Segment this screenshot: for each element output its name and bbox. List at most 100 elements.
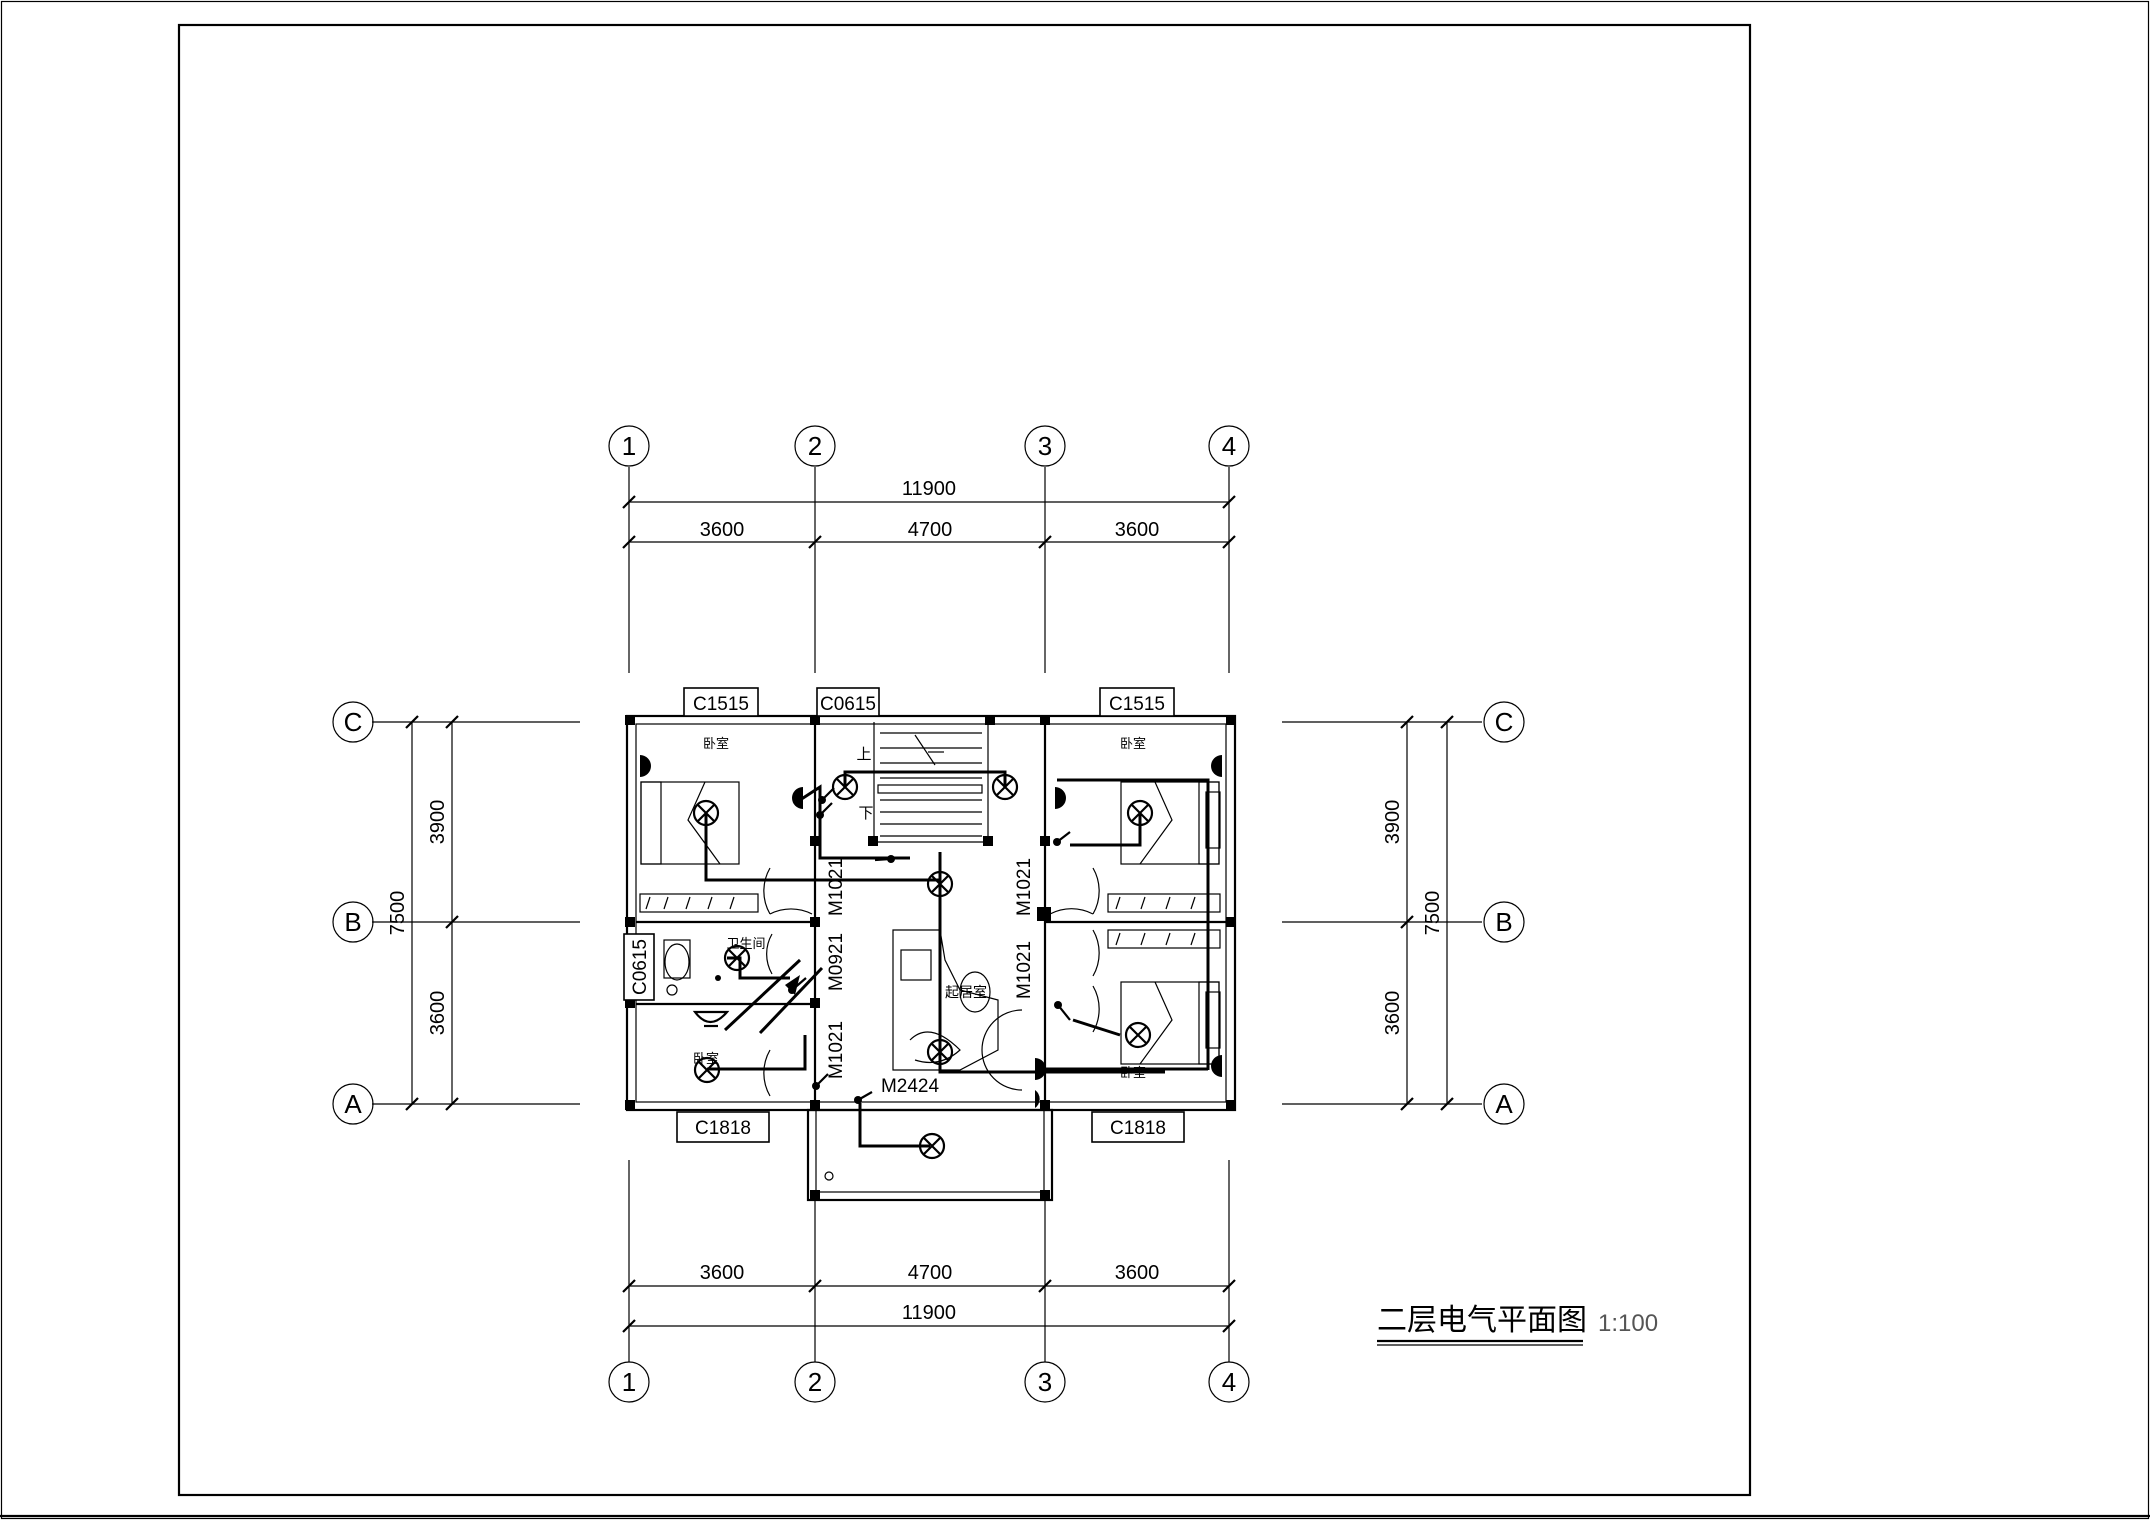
door-tag-m1021-nw: M1021 bbox=[826, 858, 847, 916]
axis-label: 2 bbox=[808, 431, 822, 461]
axis-bubble-bottom-2: 2 bbox=[794, 1361, 836, 1403]
room-label-living: 起居室 bbox=[945, 984, 987, 1000]
lamp-stair bbox=[991, 773, 1019, 801]
interior-walls bbox=[636, 722, 1226, 1104]
axis-bubble-left-c: C bbox=[332, 701, 374, 743]
lamp-bedroom-ne bbox=[1126, 799, 1154, 827]
dim-part-top-1: 3600 bbox=[700, 519, 745, 541]
svg-text:C0615: C0615 bbox=[630, 939, 651, 995]
dimension-right: 3900 3600 7500 bbox=[1382, 715, 1454, 1111]
axis-label: B bbox=[344, 907, 361, 937]
axis-bubble-top-3: 3 bbox=[1024, 425, 1066, 467]
svg-text:C1818: C1818 bbox=[1110, 1118, 1166, 1139]
dim-total-left: 7500 bbox=[387, 891, 409, 936]
window-tag-c1515-left: C1515 bbox=[683, 687, 759, 717]
drawing-title: 二层电气平面图 bbox=[1377, 1304, 1587, 1337]
balcony bbox=[806, 1108, 1054, 1202]
axis-bubble-bottom-1: 1 bbox=[608, 1361, 650, 1403]
room-label-bedroom-se: 卧室 bbox=[1120, 1065, 1146, 1080]
axis-label: 4 bbox=[1222, 1367, 1236, 1397]
window-tag-c1515-right: C1515 bbox=[1099, 687, 1175, 717]
lamp-bedroom-sw bbox=[693, 1056, 721, 1084]
window-tag-c0615-left: C0615 bbox=[623, 933, 655, 1001]
dimension-bottom: 3600 4700 3600 11900 bbox=[622, 1262, 1236, 1333]
lamp-living bbox=[926, 1038, 954, 1066]
lamp-bathroom bbox=[723, 944, 751, 972]
dim-total-right: 7500 bbox=[1422, 891, 1444, 936]
living-furniture bbox=[892, 929, 999, 1071]
lamp-bedroom-se bbox=[1124, 1021, 1152, 1049]
axis-bubble-right-a: A bbox=[1483, 1083, 1525, 1125]
axis-label: A bbox=[1495, 1089, 1513, 1119]
dim-part-bottom-2: 4700 bbox=[908, 1262, 953, 1284]
lamp-bedroom-nw bbox=[692, 799, 720, 827]
stair-label-down: 下 bbox=[858, 805, 873, 822]
svg-text:C1515: C1515 bbox=[693, 694, 749, 715]
axis-label: A bbox=[344, 1089, 362, 1119]
wiring bbox=[704, 770, 1210, 1148]
axis-label: C bbox=[1495, 707, 1514, 737]
bathroom-fixtures bbox=[663, 939, 730, 1028]
door-tag-m2424: M2424 bbox=[881, 1076, 940, 1097]
grid-axes bbox=[372, 467, 1482, 1362]
stair-label-up: 上 bbox=[856, 746, 871, 763]
socket-icons bbox=[640, 755, 1222, 1108]
door-tag-m0921: M0921 bbox=[826, 933, 847, 991]
axis-label: B bbox=[1495, 907, 1512, 937]
axis-label: 4 bbox=[1222, 431, 1236, 461]
drawing-scale: 1:100 bbox=[1598, 1310, 1658, 1337]
dim-part-right-1: 3900 bbox=[1382, 800, 1404, 845]
window-tag-c0615-top: C0615 bbox=[816, 687, 880, 717]
axis-bubble-left-b: B bbox=[332, 901, 374, 943]
dim-part-top-3: 3600 bbox=[1115, 519, 1160, 541]
dimension-left: 7500 3900 3600 bbox=[387, 715, 459, 1111]
staircase bbox=[877, 732, 983, 837]
room-label-bathroom: 卫生间 bbox=[726, 936, 765, 951]
dim-part-left-2: 3600 bbox=[427, 991, 449, 1036]
axis-bubble-top-1: 1 bbox=[608, 425, 650, 467]
axis-label: 3 bbox=[1038, 1367, 1052, 1397]
axis-label: 1 bbox=[622, 1367, 636, 1397]
axis-bubble-right-b: B bbox=[1483, 901, 1525, 943]
window-tag-c1818-left: C1818 bbox=[676, 1111, 770, 1143]
door-swings bbox=[763, 867, 1100, 1097]
wardrobes bbox=[639, 791, 1221, 1049]
svg-text:C1515: C1515 bbox=[1109, 694, 1165, 715]
room-label-bedroom-sw: 卧室 bbox=[693, 1051, 719, 1066]
lamp-balcony bbox=[918, 1132, 946, 1160]
door-tag-m1021-ne: M1021 bbox=[1014, 858, 1035, 916]
axis-label: C bbox=[344, 707, 363, 737]
room-label-bedroom-nw: 卧室 bbox=[703, 736, 729, 751]
dim-total-top: 11900 bbox=[902, 478, 956, 500]
dim-part-left-1: 3900 bbox=[427, 800, 449, 845]
axis-bubble-bottom-4: 4 bbox=[1208, 1361, 1250, 1403]
dim-part-right-2: 3600 bbox=[1382, 991, 1404, 1036]
axis-bubble-right-c: C bbox=[1483, 701, 1525, 743]
dim-total-bottom: 11900 bbox=[902, 1302, 956, 1324]
window-tag-c1818-right: C1818 bbox=[1091, 1111, 1185, 1143]
bed-nw bbox=[640, 781, 740, 865]
inner-frame bbox=[177, 23, 1752, 1497]
dim-part-top-2: 4700 bbox=[908, 519, 953, 541]
door-tag-m1021-sw: M1021 bbox=[826, 1021, 847, 1079]
axis-label: 2 bbox=[808, 1367, 822, 1397]
columns bbox=[625, 715, 1236, 1200]
axis-bubble-top-2: 2 bbox=[794, 425, 836, 467]
dim-part-bottom-3: 3600 bbox=[1115, 1262, 1160, 1284]
lamp-hall-upper bbox=[831, 773, 859, 801]
lamp-corridor bbox=[926, 870, 954, 898]
drawing-title-block: 二层电气平面图 1:100 bbox=[1377, 1304, 1658, 1346]
switch-icons bbox=[715, 787, 1071, 1104]
door-tag-m1021-se: M1021 bbox=[1014, 941, 1035, 999]
axis-label: 3 bbox=[1038, 431, 1052, 461]
dimension-top: 11900 3600 4700 3600 bbox=[622, 478, 1236, 549]
dim-part-bottom-1: 3600 bbox=[700, 1262, 745, 1284]
svg-text:C0615: C0615 bbox=[820, 694, 876, 715]
bed-ne bbox=[1120, 781, 1220, 865]
axis-bubble-left-a: A bbox=[332, 1083, 374, 1125]
room-label-bedroom-ne: 卧室 bbox=[1120, 736, 1146, 751]
svg-text:C1818: C1818 bbox=[695, 1118, 751, 1139]
axis-bubble-bottom-3: 3 bbox=[1024, 1361, 1066, 1403]
